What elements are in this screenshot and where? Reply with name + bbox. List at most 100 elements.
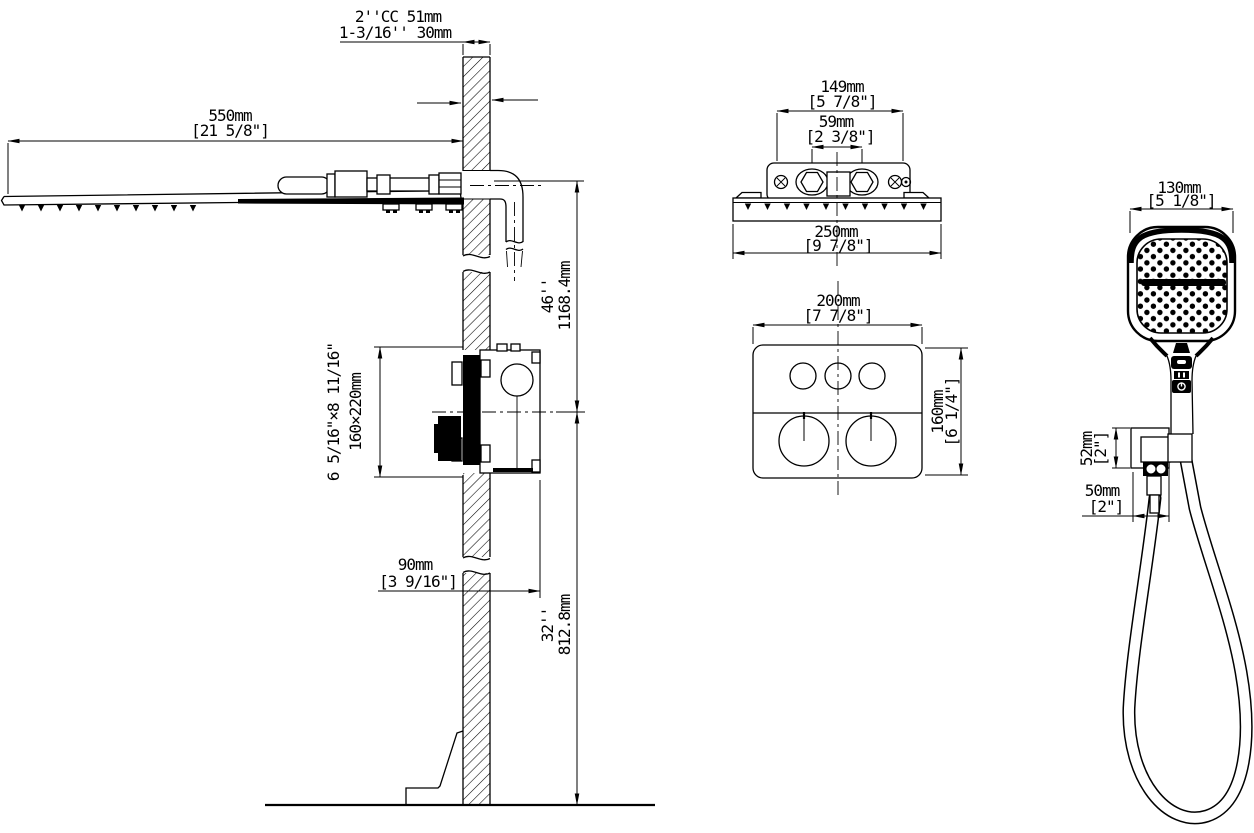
valve-front-view: 200mm [7 7/8"] 160mm [6 1/4"] [752,281,968,495]
pipe-fitting [376,174,391,195]
dim-wall-thickness: 2''CC 51mm 1-3/16'' 30mm [339,7,491,55]
wall-section [462,56,491,805]
dim-head-length: 550mm [21 5/8"] [7,106,464,194]
shower-head-front-view: 149mm [5 7/8"] 59mm [2 3/8"] [732,77,942,268]
dim-160mm-inch-label: [6 1/4"] [942,377,961,446]
pipe-ring [428,174,440,195]
dim-52mm-label: 52mm [1077,431,1096,466]
box-clip [480,359,491,378]
arm-block [334,170,368,198]
dim-130mm-label: 130mm [1157,178,1201,197]
dim-wall-thickness-label: 1-3/16'' 30mm [339,23,452,42]
dim-plate-width: 200mm [7 7/8"] [752,291,923,344]
dim-59mm-inch-label: [2 3/8"] [805,127,874,146]
hex-nut [800,171,824,193]
mount-foot [415,203,433,211]
dim-52mm-inch-label: [2"] [1091,432,1110,467]
dim-valve-box-size: 6 5/16"×8 11/16" 160×220mm [324,343,463,481]
wall-hatch [463,57,490,171]
holder-block [1140,436,1171,463]
hand-shower-head [1126,225,1237,435]
mounting-bracket [766,162,912,202]
dim-plate-height: 160mm [6 1/4"] [925,347,968,476]
dim-90mm-label: 90mm [398,555,433,574]
head-end-lip [903,191,931,199]
head-end-lip [734,191,762,199]
dim-46in-label: 46'' [538,279,557,314]
wall-face-arrows [417,97,538,106]
dim-200mm-inch-label: [7 7/8"] [803,306,872,325]
valve-knob-side [434,416,461,461]
dim-149mm-label: 149mm [820,77,864,96]
mount-foot [382,203,400,211]
dim-valve-mm-label: 160×220mm [346,373,365,451]
dim-149mm-inch-label: [5 7/8"] [807,92,876,111]
wall-hex-nut [438,172,462,195]
mode-button [1174,371,1189,379]
shower-hose [1122,453,1253,825]
dim-90mm-inch-label: [3 9/16"] [379,572,457,591]
dim-250mm-inch-label: [9 7/8"] [803,236,872,255]
wall-break-symbol [462,253,491,274]
box-clip [531,351,541,364]
dim-hose-offset: 50mm [2"] [1082,466,1170,522]
dim-cc-label: 2''CC 51mm [355,7,442,26]
dim-lower-height: 32'' 812.8mm [538,411,580,806]
box-clip [480,444,491,463]
mount-foot [445,203,463,211]
arm-cylinder [277,176,331,195]
dim-200mm-label: 200mm [816,291,860,310]
rain-shower-head-side [0,189,464,213]
head-face-strip [238,197,464,205]
outlet-tube-lower [1149,494,1160,514]
dim-head-width-front: 250mm [9 7/8"] [732,222,942,259]
pipe-break-symbol [505,240,524,244]
center-block [826,171,851,197]
dim-valve-inch-label: 6 5/16"×8 11/16" [324,343,343,481]
dim-upper-height: 46'' 1168.4mm [494,180,584,413]
dim-50mm-inch-label: [2"] [1089,497,1124,516]
dim-812mm-label: 812.8mm [555,594,574,655]
side-view: 2''CC 51mm 1-3/16'' 30mm 550mm [21 5/8"] [0,7,655,807]
dim-1168mm-label: 1168.4mm [555,261,574,330]
wall-holder [1130,427,1171,514]
box-tab [496,343,508,352]
dim-inlet-spacing: 59mm [2 3/8"] [805,112,876,167]
handle-buttons [1171,343,1192,393]
control-knob [845,412,897,467]
dim-130mm-inch-label: [5 1/8"] [1146,191,1215,210]
dim-550mm-inch-label: [21 5/8"] [191,121,269,140]
control-plate [752,344,923,479]
trim-tab [451,361,463,386]
gasket-plate [463,355,480,465]
box-clip [531,459,541,473]
dim-160mm-label: 160mm [928,390,947,434]
bracket-clip [900,176,912,188]
head-top-rim [1128,227,1235,264]
shower-arm-assembly [277,170,462,198]
outlet-tube [1146,475,1162,496]
step-profile [405,730,464,805]
dim-valve-depth: 90mm [3 9/16"] [378,480,541,598]
handle-cuff [1167,433,1193,463]
hand-shower-view: 130mm [5 1/8"] [1077,178,1253,825]
dim-550mm-label: 550mm [208,106,252,125]
dim-50mm-label: 50mm [1085,481,1120,500]
elbow-supply-pipe [470,169,545,281]
wall-break-symbol [462,555,491,575]
spray-face-bar [1141,279,1226,286]
diverter-button [858,362,886,390]
control-knob [778,412,830,467]
dim-59mm-label: 59mm [819,112,854,131]
dim-hand-head-width: 130mm [5 1/8"] [1129,178,1234,233]
bracket-screw [773,174,789,190]
dim-250mm-label: 250mm [814,222,858,241]
valve-rough-in-box [432,343,585,474]
arm-flange [326,173,336,198]
mode-button [1173,343,1190,353]
box-tab [510,343,521,352]
hex-nut [850,171,874,193]
dim-holder-height: 52mm [2"] [1077,427,1130,469]
